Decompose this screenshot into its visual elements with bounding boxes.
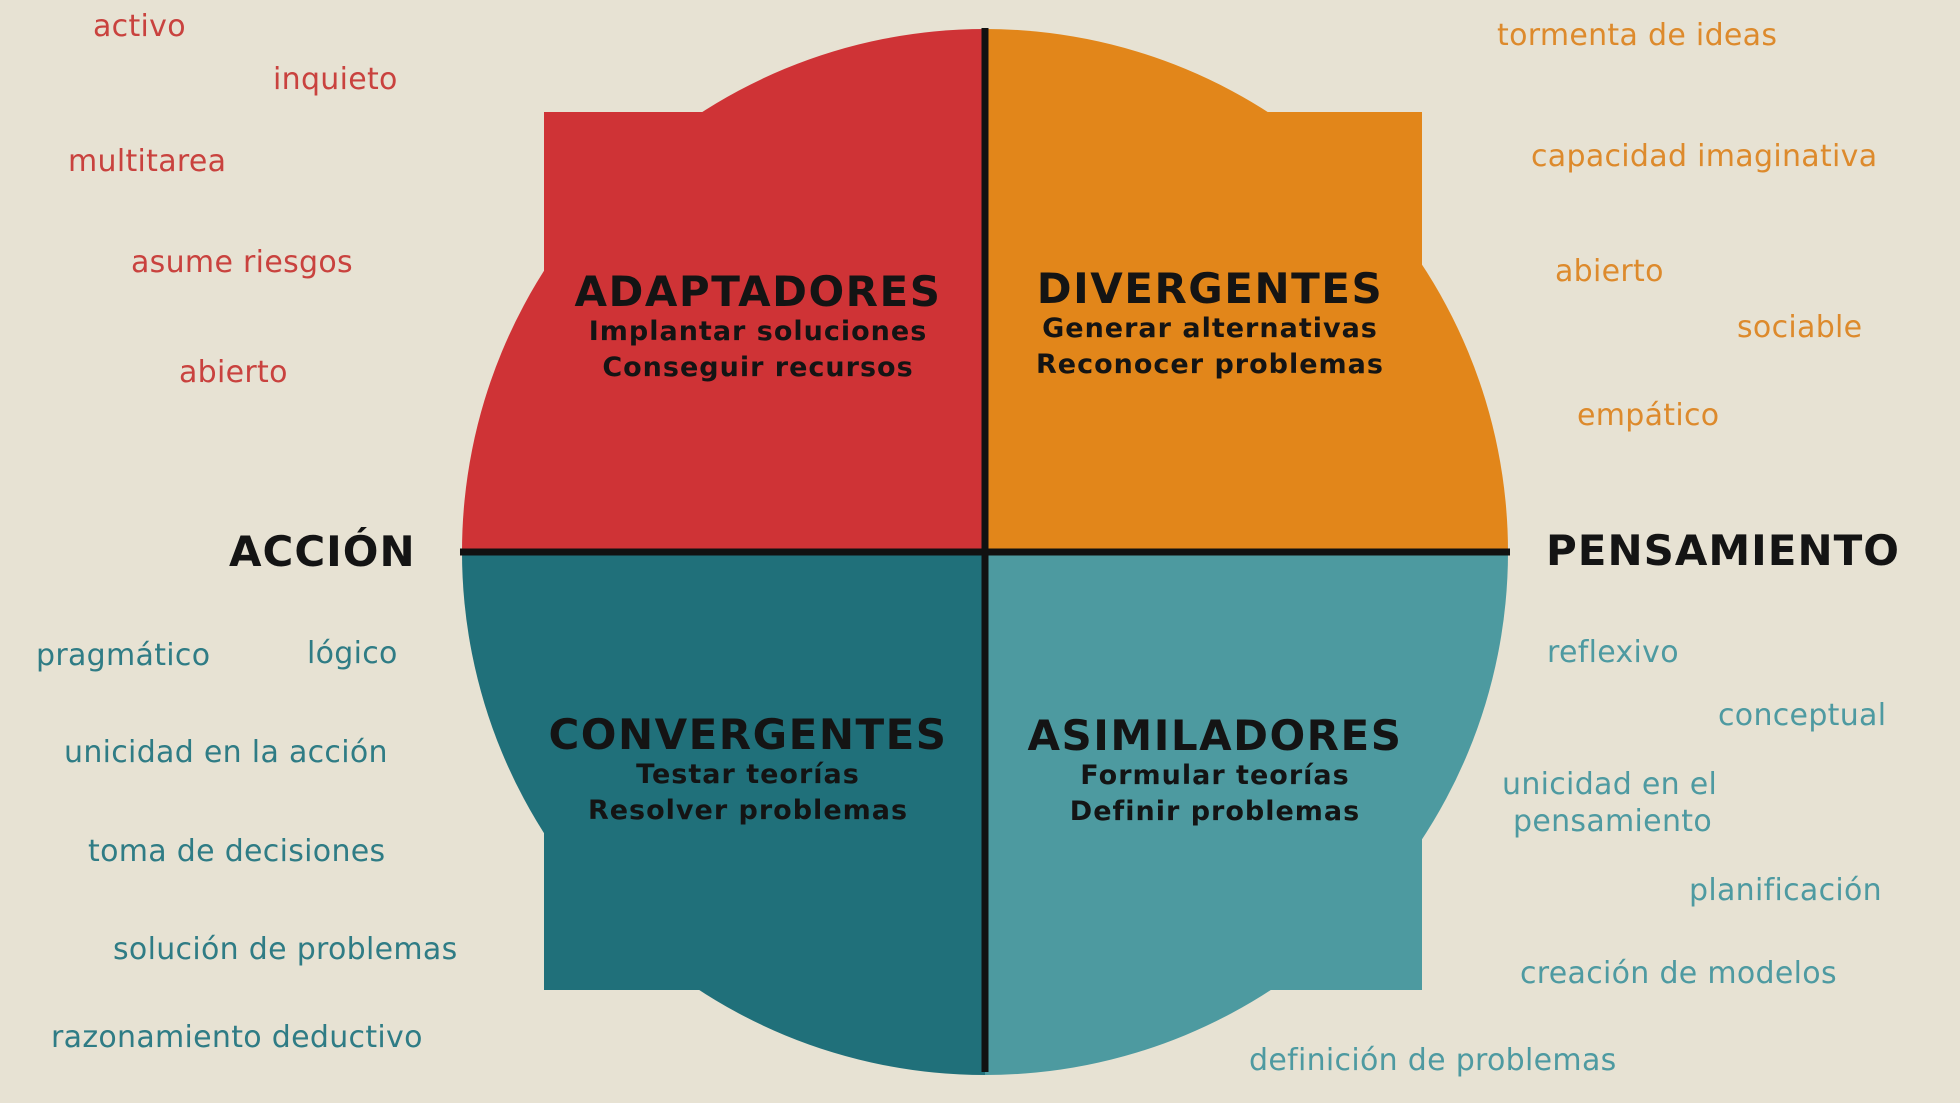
trait-word: conceptual [1718, 698, 1887, 733]
tab-convergentes [544, 552, 985, 990]
quadrant-adaptadores: ADAPTADORES Implantar soluciones Consegu… [558, 270, 958, 386]
quadrant-title: ADAPTADORES [574, 267, 942, 316]
trait-word: solución de problemas [113, 932, 458, 967]
quadrant-divergentes: DIVERGENTES Generar alternativas Reconoc… [1010, 267, 1410, 383]
trait-word: pragmático [36, 638, 211, 673]
trait-word: planificación [1689, 873, 1882, 908]
trait-word: activo [93, 9, 186, 44]
quadrant-title: DIVERGENTES [1036, 264, 1384, 313]
trait-word: toma de decisiones [88, 834, 386, 869]
quadrant-line: Implantar soluciones [588, 316, 928, 347]
trait-word: unicidad en la acción [64, 735, 388, 770]
quadrant-asimiladores: ASIMILADORES Formular teorías Definir pr… [1005, 714, 1425, 830]
quadrant-title: ASIMILADORES [1027, 711, 1403, 760]
trait-word: unicidad en el [1502, 767, 1718, 802]
tab-asimiladores [985, 552, 1422, 990]
quadrant-convergentes: CONVERGENTES Testar teorías Resolver pro… [528, 713, 968, 829]
trait-word: multitarea [68, 144, 227, 179]
trait-word: capacidad imaginativa [1531, 139, 1878, 174]
quadrant-line: Definir problemas [1069, 796, 1361, 827]
trait-word: sociable [1737, 310, 1863, 345]
tab-divergentes [985, 112, 1422, 552]
axis-label-left: ACCIÓN [229, 527, 416, 576]
trait-word: asume riesgos [131, 245, 353, 280]
trait-word: tormenta de ideas [1497, 18, 1778, 53]
trait-word: reflexivo [1547, 635, 1679, 670]
quadrant-line: Testar teorías [636, 759, 860, 790]
quadrant-title: CONVERGENTES [548, 710, 948, 759]
trait-word: inquieto [273, 62, 398, 97]
axis-label-right: PENSAMIENTO [1546, 526, 1900, 575]
trait-word: razonamiento deductivo [51, 1020, 423, 1055]
quadrant-line: Formular teorías [1080, 760, 1350, 791]
quadrant-line: Reconocer problemas [1036, 349, 1384, 380]
tab-adaptadores [544, 112, 985, 552]
trait-word: abierto [1555, 254, 1664, 289]
trait-word: lógico [307, 636, 398, 671]
trait-word: definición de problemas [1249, 1043, 1617, 1078]
trait-word: creación de modelos [1520, 956, 1837, 991]
quadrant-line: Conseguir recursos [602, 352, 914, 383]
trait-word: empático [1577, 398, 1720, 433]
quadrant-line: Generar alternativas [1042, 313, 1378, 344]
quadrant-line: Resolver problemas [587, 795, 909, 826]
trait-word: abierto [179, 355, 288, 390]
trait-word: pensamiento [1513, 804, 1712, 839]
